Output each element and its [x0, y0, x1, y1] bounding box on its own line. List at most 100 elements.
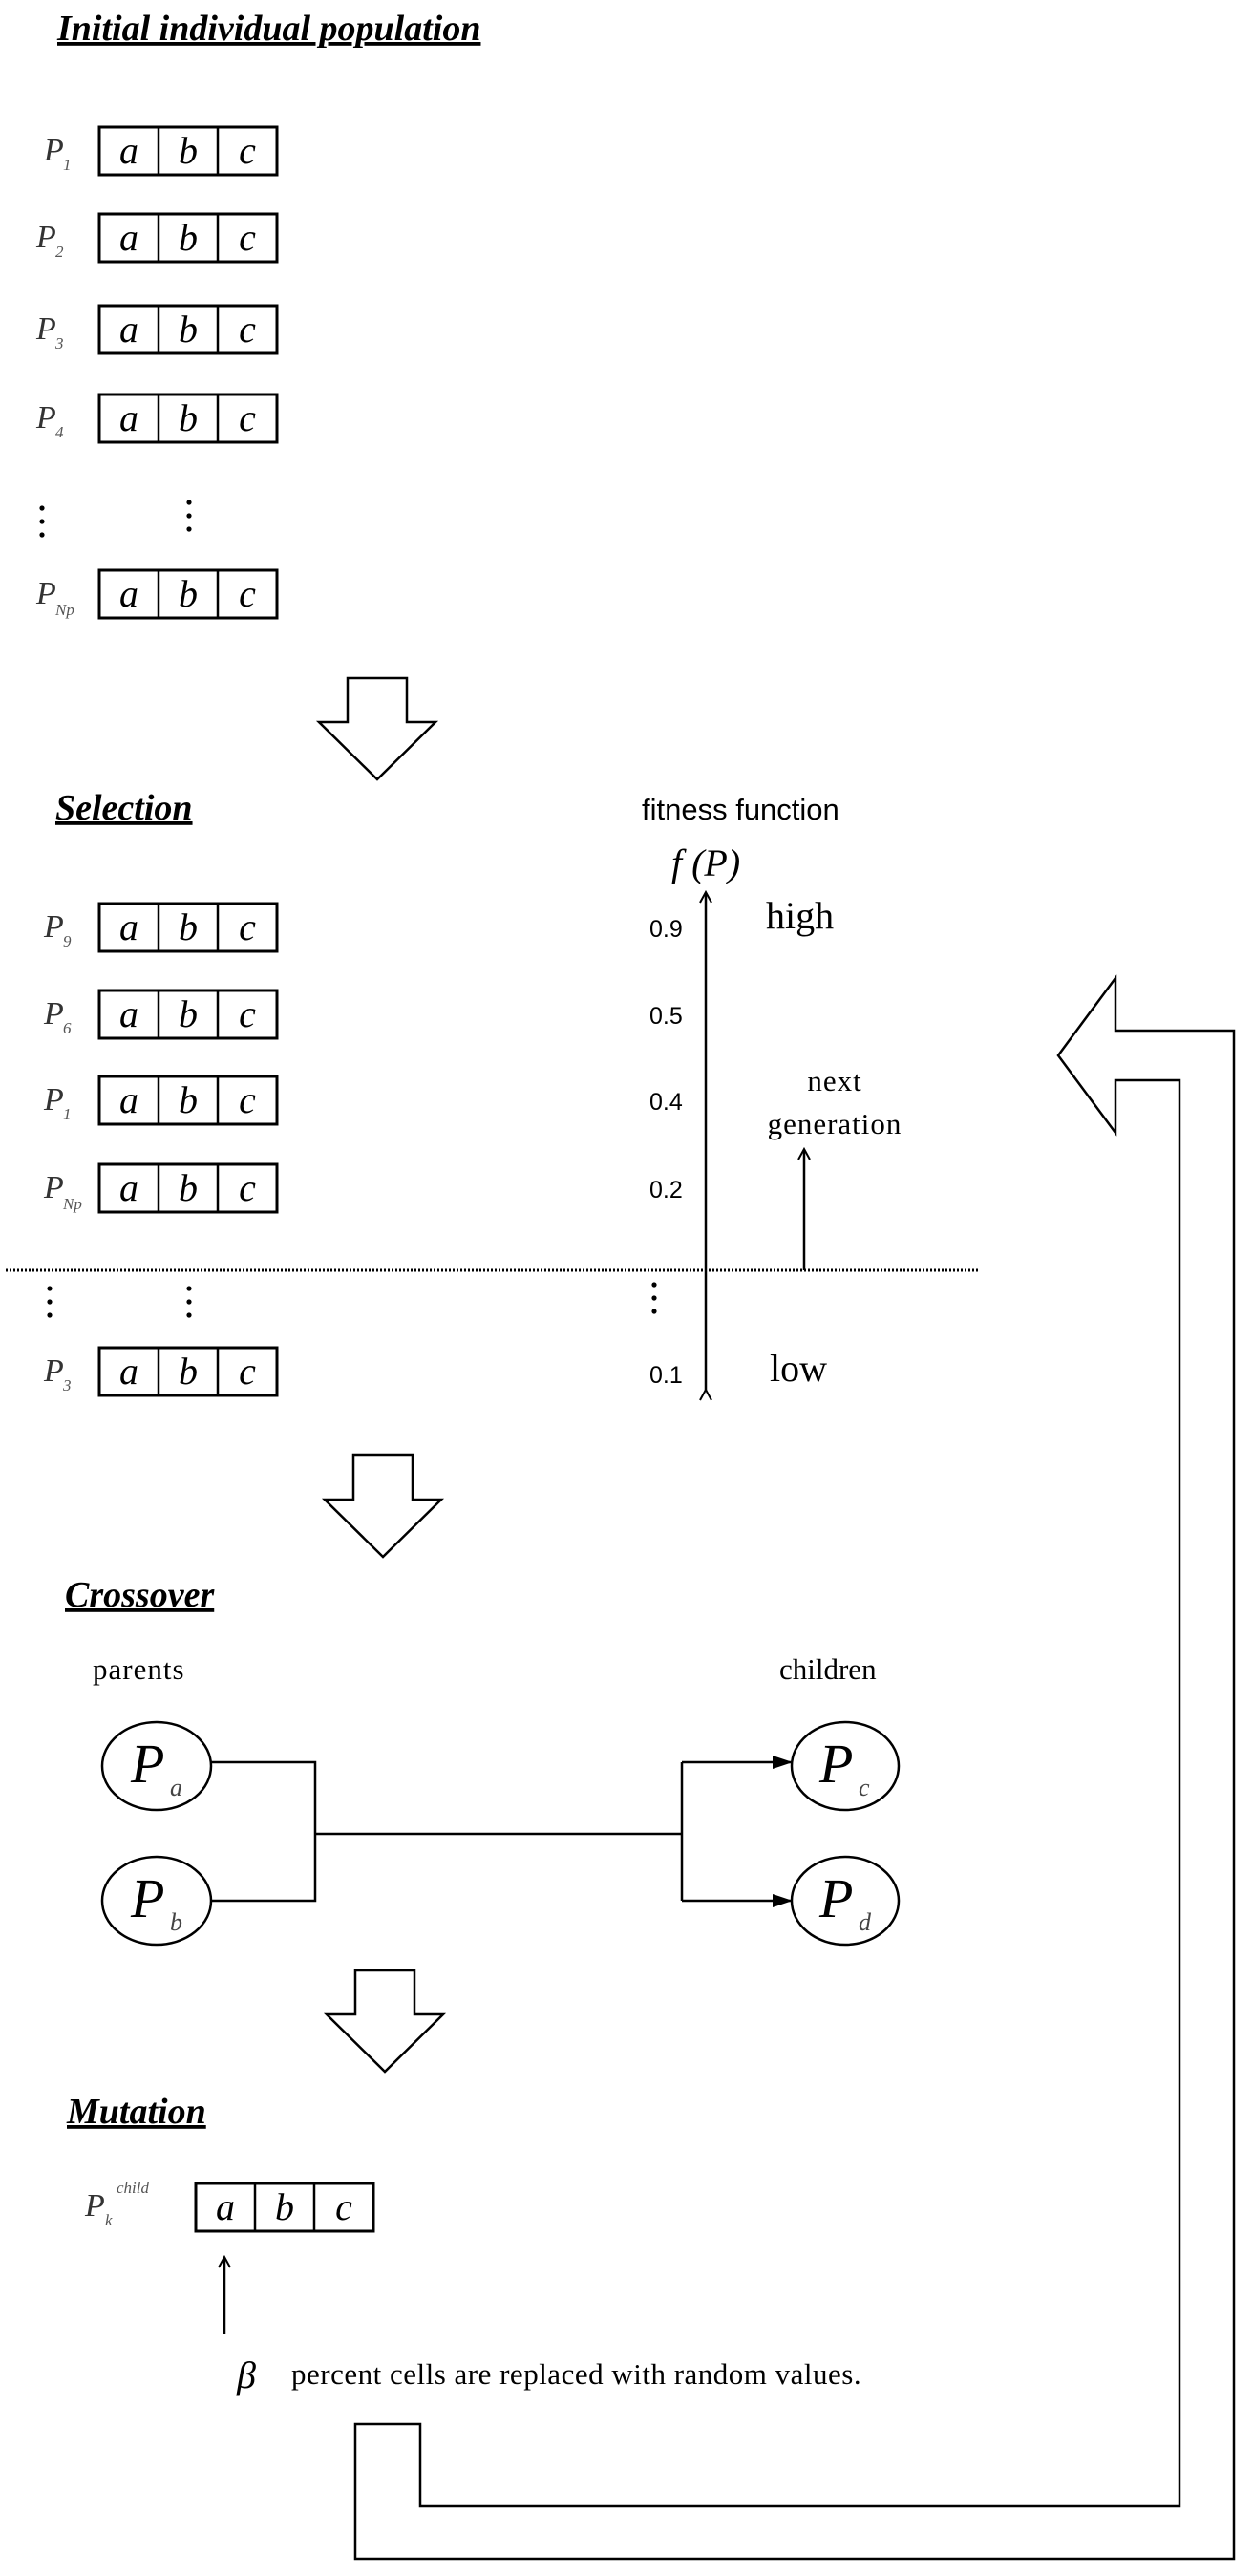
chromosome-box — [97, 902, 279, 953]
chromosome-box — [97, 393, 279, 444]
mutation-caption: percent cells are replaced with random v… — [291, 2357, 861, 2391]
fitness-value: 0.5 — [649, 1003, 683, 1030]
down-arrow-icon — [315, 676, 439, 781]
down-arrow-icon — [321, 1453, 445, 1559]
initial-row: P 3 a b c — [35, 304, 279, 355]
selection-title: Selection — [55, 788, 193, 828]
individual-subscript: 4 — [55, 423, 64, 441]
gene-b: b — [179, 396, 198, 439]
parent-node: P b — [100, 1855, 213, 1947]
individual-subscript: 2 — [55, 243, 64, 261]
gene-c: c — [335, 2185, 352, 2228]
individual-subscript: Np — [54, 601, 74, 619]
mutation-title: Mutation — [66, 2092, 206, 2132]
child-symbol: P — [818, 1867, 853, 1929]
individual-label: P — [35, 576, 56, 611]
gene-a: a — [119, 572, 138, 615]
child-node: P c — [790, 1720, 901, 1812]
individual-label: P — [43, 1082, 64, 1118]
gene-c: c — [239, 308, 256, 351]
down-arrow-icon — [323, 1969, 447, 2074]
individual-subscript: 1 — [63, 156, 72, 174]
gene-a: a — [119, 1166, 138, 1209]
individual-subscript: 6 — [63, 1019, 72, 1037]
gene-b: b — [179, 129, 198, 172]
individual-label: P — [35, 220, 56, 255]
child-subscript: d — [859, 1908, 872, 1936]
ellipsis-vertical — [47, 1286, 53, 1318]
individual-label: P — [43, 133, 64, 168]
fitness-value: 0.2 — [649, 1177, 683, 1203]
gene-b: b — [179, 905, 198, 948]
gene-a: a — [119, 216, 138, 259]
low-label: low — [770, 1347, 827, 1390]
gene-c: c — [239, 1350, 256, 1393]
gene-a: a — [119, 905, 138, 948]
gene-a: a — [119, 1350, 138, 1393]
fitness-value: 0.9 — [649, 916, 683, 943]
child-symbol: P — [818, 1733, 853, 1795]
individual-subscript: Np — [62, 1195, 82, 1213]
child-node: P d — [790, 1855, 901, 1947]
chromosome-box — [97, 304, 279, 355]
fitness-value: 0.4 — [649, 1089, 683, 1116]
gene-b: b — [179, 992, 198, 1035]
individual-subscript: 3 — [54, 334, 64, 352]
gene-c: c — [239, 992, 256, 1035]
chromosome-box — [97, 125, 279, 177]
ellipsis-vertical — [186, 500, 192, 532]
selection-row: P 9 a b c 0.9 — [43, 902, 683, 953]
ellipsis-vertical — [651, 1282, 657, 1314]
child-subscript: c — [859, 1774, 870, 1801]
initial-row: P Np a b c — [35, 568, 279, 620]
selection-row: P 1 a b c 0.4 — [43, 1075, 683, 1126]
gene-b: b — [179, 1350, 198, 1393]
parent-symbol: P — [130, 1867, 164, 1929]
individual-label: P — [35, 400, 56, 436]
gene-c: c — [239, 1166, 256, 1209]
individual-subscript: 3 — [62, 1376, 72, 1394]
gene-a: a — [119, 396, 138, 439]
selection-row: P 3 a b c 0.1 — [43, 1346, 683, 1397]
mutation-row: P k child a b c — [84, 2179, 375, 2233]
individual-subscript: 1 — [63, 1105, 72, 1123]
parent-node: P a — [100, 1720, 213, 1812]
ellipsis-vertical — [186, 1286, 192, 1318]
gene-b: b — [179, 1078, 198, 1121]
initial-title: Initial individual population — [56, 9, 480, 49]
chromosome-box — [97, 1075, 279, 1126]
selection-row: P 6 a b c 0.5 — [43, 989, 683, 1040]
chromosome-box — [97, 212, 279, 264]
gene-a: a — [216, 2185, 235, 2228]
gene-b: b — [179, 572, 198, 615]
crossover-title: Crossover — [65, 1575, 215, 1615]
fitness-value: 0.1 — [649, 1362, 683, 1389]
chromosome-box — [97, 1346, 279, 1397]
gene-c: c — [239, 396, 256, 439]
mutation-superscript: child — [117, 2179, 149, 2197]
children-label: children — [779, 1652, 877, 1686]
beta-symbol: β — [236, 2353, 256, 2396]
individual-label: P — [43, 909, 64, 945]
individual-label: P — [43, 1170, 64, 1205]
individual-label: P — [43, 996, 64, 1032]
selection-row: P Np a b c 0.2 — [43, 1162, 683, 1214]
parent-subscript: a — [170, 1774, 182, 1801]
chromosome-box — [97, 568, 279, 620]
initial-row: P 2 a b c — [35, 212, 279, 264]
initial-row: P 1 a b c — [43, 125, 279, 177]
mutation-subscript: k — [105, 2211, 113, 2229]
gene-a: a — [119, 1078, 138, 1121]
initial-row: P 4 a b c — [35, 393, 279, 444]
mutation-label: P — [84, 2188, 105, 2224]
chromosome-box — [194, 2182, 375, 2233]
parent-symbol: P — [130, 1733, 164, 1795]
individual-label: P — [35, 311, 56, 347]
gene-b: b — [179, 308, 198, 351]
chromosome-box — [97, 1162, 279, 1214]
feedback-loop-arrow — [353, 974, 1236, 2561]
gene-b: b — [275, 2185, 294, 2228]
next-label: next — [807, 1064, 861, 1097]
gene-a: a — [119, 992, 138, 1035]
